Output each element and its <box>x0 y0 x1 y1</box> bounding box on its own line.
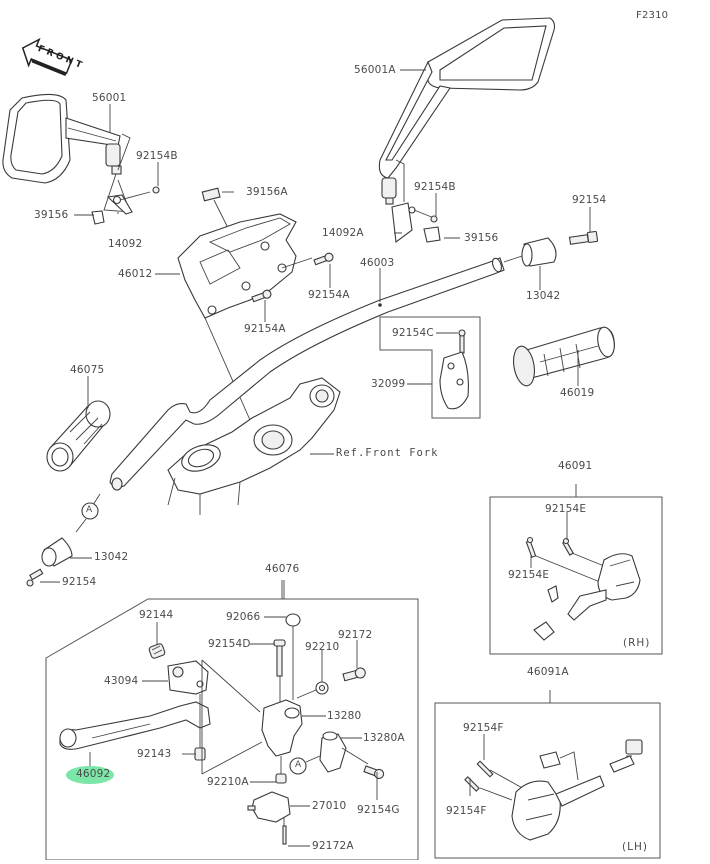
left-grip-drawing <box>46 400 111 472</box>
part-label-92154E-1[interactable]: 92154E <box>545 503 587 515</box>
side-label-lh: (LH) <box>622 841 648 853</box>
part-label-92172A[interactable]: 92172A <box>312 840 354 852</box>
throttle-housing-drawing <box>379 316 481 419</box>
part-label-92143[interactable]: 92143 <box>137 748 172 760</box>
rh-switch-assembly-drawing <box>489 484 663 655</box>
callout-marker-a-lower: A <box>295 760 302 770</box>
part-label-92154-top[interactable]: 92154 <box>572 194 607 206</box>
part-label-92154-left[interactable]: 92154 <box>62 576 97 588</box>
part-label-14092[interactable]: 14092 <box>108 238 143 250</box>
highlight-marker <box>66 766 114 784</box>
part-label-92154E-2[interactable]: 92154E <box>508 569 550 581</box>
part-label-14092A[interactable]: 14092A <box>322 227 364 239</box>
front-arrow-icon <box>21 37 73 76</box>
left-mirror-drawing <box>2 93 160 225</box>
side-label-rh: (RH) <box>623 637 651 649</box>
part-label-46092[interactable]: 46092 <box>76 768 111 780</box>
part-label-92154D[interactable]: 92154D <box>208 638 251 650</box>
part-label-39156A[interactable]: 39156A <box>246 186 288 198</box>
part-label-46091A[interactable]: 46091A <box>527 666 569 678</box>
bar-end-right-drawing <box>503 230 599 267</box>
part-label-46012[interactable]: 46012 <box>118 268 153 280</box>
figure-code: F2310 <box>636 10 669 21</box>
part-label-92154A-1[interactable]: 92154A <box>308 289 350 301</box>
part-label-92172[interactable]: 92172 <box>338 629 373 641</box>
part-label-13280A[interactable]: 13280A <box>363 732 405 744</box>
part-label-92154C[interactable]: 92154C <box>392 327 434 339</box>
part-label-46003[interactable]: 46003 <box>360 257 395 269</box>
part-label-56001[interactable]: 56001 <box>92 92 127 104</box>
part-label-92144[interactable]: 92144 <box>139 609 174 621</box>
right-mirror-drawing <box>378 17 556 244</box>
part-label-92154F-2[interactable]: 92154F <box>446 805 487 817</box>
part-label-43094[interactable]: 43094 <box>104 675 139 687</box>
part-label-92154A-2[interactable]: 92154A <box>244 323 286 335</box>
part-label-92210A[interactable]: 92210A <box>207 776 249 788</box>
handlebar-drawing <box>109 257 505 491</box>
throttle-grip-drawing <box>513 326 615 387</box>
spring-drawing <box>148 643 166 659</box>
callout-marker-a-upper: A <box>86 505 93 515</box>
part-label-92210[interactable]: 92210 <box>305 641 340 653</box>
part-label-92154F-1[interactable]: 92154F <box>463 722 504 734</box>
part-label-92066[interactable]: 92066 <box>226 611 261 623</box>
part-label-32099[interactable]: 32099 <box>371 378 406 390</box>
triple-clamp-drawing <box>167 377 341 515</box>
part-label-27010[interactable]: 27010 <box>312 800 347 812</box>
part-label-46019[interactable]: 46019 <box>560 387 595 399</box>
lh-switch-assembly-drawing <box>434 690 661 859</box>
part-label-13280[interactable]: 13280 <box>327 710 362 722</box>
clutch-lever-assembly-drawing <box>45 580 419 861</box>
part-label-46076[interactable]: 46076 <box>265 563 300 575</box>
part-label-13042-left[interactable]: 13042 <box>94 551 129 563</box>
part-label-46075[interactable]: 46075 <box>70 364 105 376</box>
part-label-56001A[interactable]: 56001A <box>354 64 396 76</box>
leader-lines <box>40 69 591 847</box>
bracket-drawing <box>177 187 334 421</box>
part-label-92154G[interactable]: 92154G <box>357 804 400 816</box>
bar-end-left-drawing <box>26 493 101 587</box>
part-label-39156-left[interactable]: 39156 <box>34 209 69 221</box>
part-label-39156-right[interactable]: 39156 <box>464 232 499 244</box>
part-label-92154B-right[interactable]: 92154B <box>414 181 456 193</box>
part-label-46091[interactable]: 46091 <box>558 460 593 472</box>
part-label-13042-right[interactable]: 13042 <box>526 290 561 302</box>
part-label-92154B-left[interactable]: 92154B <box>136 150 178 162</box>
reference-front-fork[interactable]: Ref.Front Fork <box>336 447 439 459</box>
